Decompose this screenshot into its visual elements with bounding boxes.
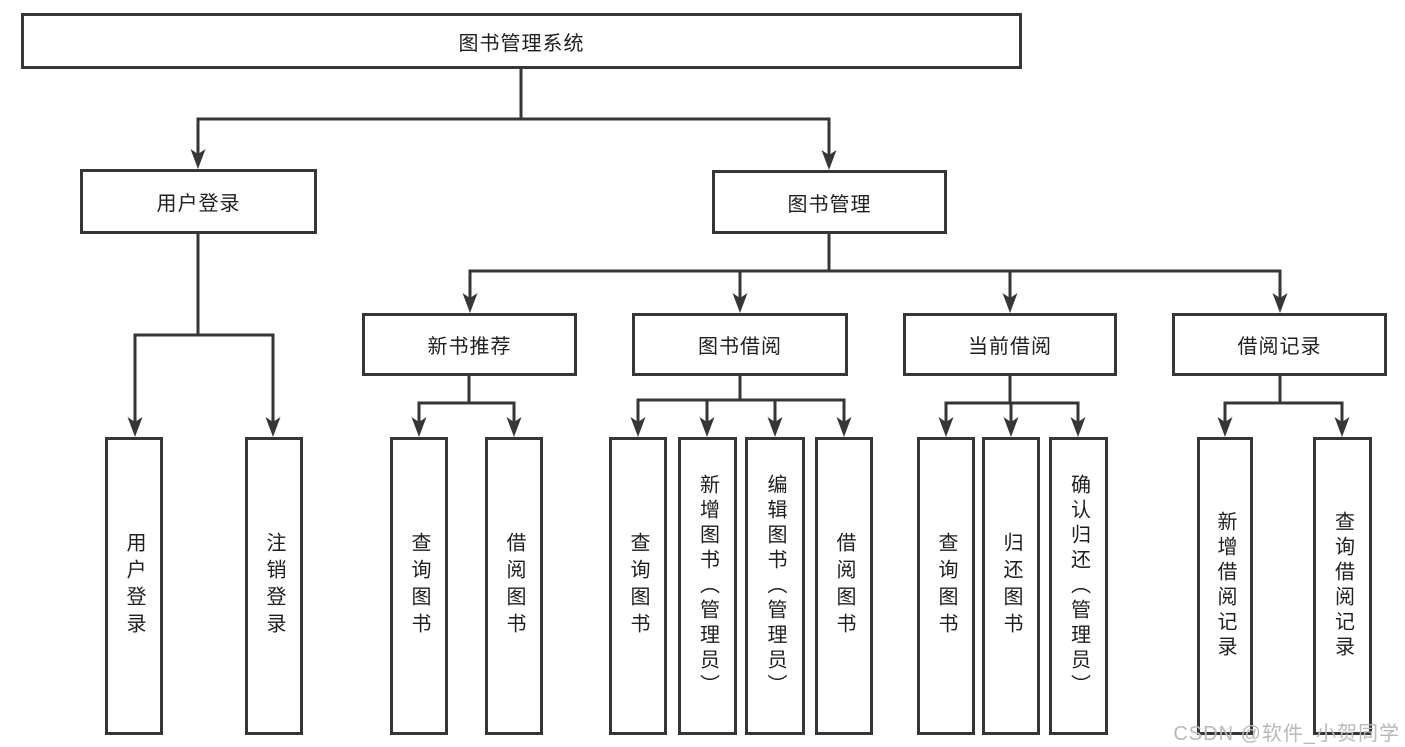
node-root-library-system: 图书管理系统 xyxy=(21,13,1022,69)
node-label: 归还图书 xyxy=(1000,532,1022,640)
node-leaf-confirm-return-admin: 确认归还（管理员） xyxy=(1049,437,1108,735)
node-label: 查询图书 xyxy=(935,532,957,640)
node-leaf-add-books-admin: 新增图书（管理员） xyxy=(678,437,737,735)
node-leaf-query-borrow-record: 查询借阅记录 xyxy=(1313,437,1372,735)
node-label: 新增图书（管理员） xyxy=(696,473,719,699)
node-current-borrowing: 当前借阅 xyxy=(903,313,1117,376)
node-label: 查询借阅记录 xyxy=(1331,511,1354,661)
node-leaf-add-borrow-record: 新增借阅记录 xyxy=(1197,437,1253,735)
node-label: 用户登录 xyxy=(156,193,241,215)
node-leaf-return-books: 归还图书 xyxy=(982,437,1040,735)
node-leaf-logout: 注销登录 xyxy=(245,437,303,735)
node-leaf-query-books-borrowing: 查询图书 xyxy=(609,437,667,735)
node-new-book-recommend: 新书推荐 xyxy=(362,313,577,376)
node-user-login-group: 用户登录 xyxy=(80,169,317,234)
node-label: 编辑图书（管理员） xyxy=(764,473,786,699)
node-label: 图书借阅 xyxy=(698,336,782,358)
node-label: 借阅记录 xyxy=(1237,336,1322,358)
node-label: 确认归还（管理员） xyxy=(1067,473,1090,699)
node-label: 查询图书 xyxy=(408,532,430,640)
node-book-borrowing: 图书借阅 xyxy=(632,313,848,376)
node-label: 查询图书 xyxy=(627,532,649,640)
node-label: 图书管理 xyxy=(787,193,872,216)
node-book-management: 图书管理 xyxy=(712,170,947,234)
csdn-watermark: CSDN @软件_小贺同学 xyxy=(1173,723,1400,745)
node-leaf-borrow-books: 借阅图书 xyxy=(815,437,873,735)
node-label: 新书推荐 xyxy=(427,336,512,358)
arrowhead-icons xyxy=(127,149,1350,437)
node-borrow-records: 借阅记录 xyxy=(1172,313,1387,376)
node-label: 借阅图书 xyxy=(503,532,525,640)
node-label: 新增借阅记录 xyxy=(1214,511,1236,661)
node-label: 借阅图书 xyxy=(833,532,855,640)
node-leaf-query-books-recommend: 查询图书 xyxy=(390,437,448,735)
node-label: 用户登录 xyxy=(123,532,145,640)
node-leaf-user-login: 用户登录 xyxy=(105,437,163,735)
node-leaf-query-books-current: 查询图书 xyxy=(917,437,975,735)
node-leaf-borrow-books-recommend: 借阅图书 xyxy=(485,437,543,735)
node-leaf-edit-books-admin: 编辑图书（管理员） xyxy=(745,437,805,735)
node-label: 图书管理系统 xyxy=(458,32,585,55)
node-label: 注销登录 xyxy=(263,532,285,640)
node-label: 当前借阅 xyxy=(968,336,1052,358)
